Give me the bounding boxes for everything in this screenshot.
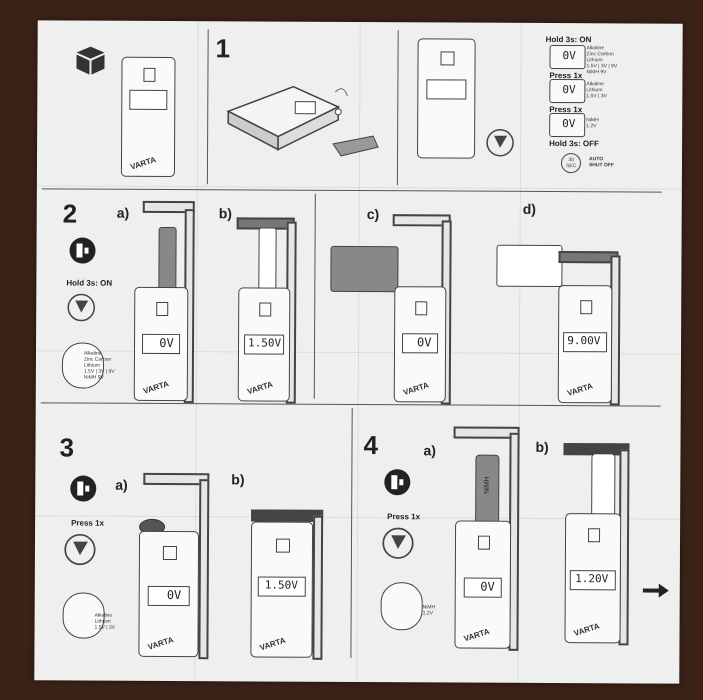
measuring-arm — [198, 479, 210, 660]
sub-label: b) — [231, 471, 245, 488]
instruction-sheet: VARTA 1 Hold 3s: ON 0V Alkaline Zinc Car… — [34, 20, 683, 684]
9v-battery — [496, 244, 563, 288]
sub-label: a) — [115, 476, 128, 493]
measuring-arm — [312, 515, 324, 660]
sub-label: d) — [522, 200, 537, 217]
device-illustration: 1.20V VARTA — [564, 513, 622, 644]
sub-label: a) — [423, 442, 436, 459]
sub-label: b) — [535, 438, 549, 455]
aa-battery — [591, 453, 616, 518]
battery-types-label: Alkaline Zinc Carbon Lithium 1.5V | 3V |… — [83, 350, 115, 381]
lcd-small: 0V — [549, 78, 586, 104]
hold-on-label: Hold 3s: ON — [66, 278, 113, 288]
battery-select-icon — [69, 237, 96, 264]
press-label: Press 1x — [71, 518, 105, 528]
9v-battery — [330, 245, 399, 293]
lcd-small: 0V — [549, 112, 586, 138]
sub-label: a) — [116, 204, 130, 221]
box-icon — [76, 46, 105, 75]
divider — [313, 193, 316, 399]
press-hand-icon — [382, 527, 414, 559]
battery-types-label: Alkaline Lithium 1.5V | 3V — [586, 81, 607, 100]
battery-types-label: Alkaline Zinc Carbon Lithium 1.5V | 3V |… — [586, 45, 618, 76]
device-illustration: 0V VARTA — [393, 286, 447, 403]
lcd-small: 0V — [549, 44, 586, 70]
divider — [350, 407, 353, 658]
battery-compartment-illustration — [226, 85, 379, 157]
hold-on-label: Hold 3s: ON — [545, 34, 592, 45]
battery-select-icon — [70, 475, 97, 502]
aa-battery: NiMH — [475, 454, 500, 529]
sub-label: c) — [366, 206, 380, 223]
divider — [206, 29, 209, 185]
device-illustration: 0V VARTA — [133, 286, 189, 402]
step-number: 4 — [363, 430, 379, 461]
device-illustration: 0V VARTA — [138, 530, 200, 658]
step-number: 1 — [215, 33, 231, 64]
device-illustration: 1.50V VARTA — [250, 521, 314, 658]
device-illustration: 1.50V VARTA — [237, 287, 291, 402]
device-illustration: VARTA — [120, 56, 176, 178]
battery-types-label: Alkaline Lithium 1.5V | 3V — [94, 612, 116, 631]
timer-badge: 30 SEC — [560, 153, 582, 174]
press-hand-icon — [64, 533, 96, 566]
step-number: 3 — [59, 432, 75, 463]
device-illustration: 9.00V VARTA — [557, 285, 613, 404]
arrow-right-icon — [642, 583, 669, 598]
step-number: 2 — [62, 198, 78, 229]
divider — [396, 30, 399, 186]
sub-label: b) — [218, 205, 232, 222]
press-label: Press 1x — [387, 512, 421, 522]
hold-off-label: Hold 3s: OFF — [549, 138, 599, 149]
press-hand-icon — [67, 293, 95, 322]
battery-types-label: NiMH 1.2V — [422, 604, 436, 617]
battery-types-label: NiMH 1.2V — [586, 117, 599, 130]
device-illustration: 0V VARTA — [454, 520, 512, 649]
device-illustration — [417, 38, 476, 159]
auto-off-label: AUTO SHUT OFF — [588, 156, 614, 169]
lcd-small — [380, 582, 423, 631]
battery-select-icon — [384, 469, 411, 496]
aa-battery — [258, 227, 277, 290]
press-hand-icon — [486, 128, 514, 157]
